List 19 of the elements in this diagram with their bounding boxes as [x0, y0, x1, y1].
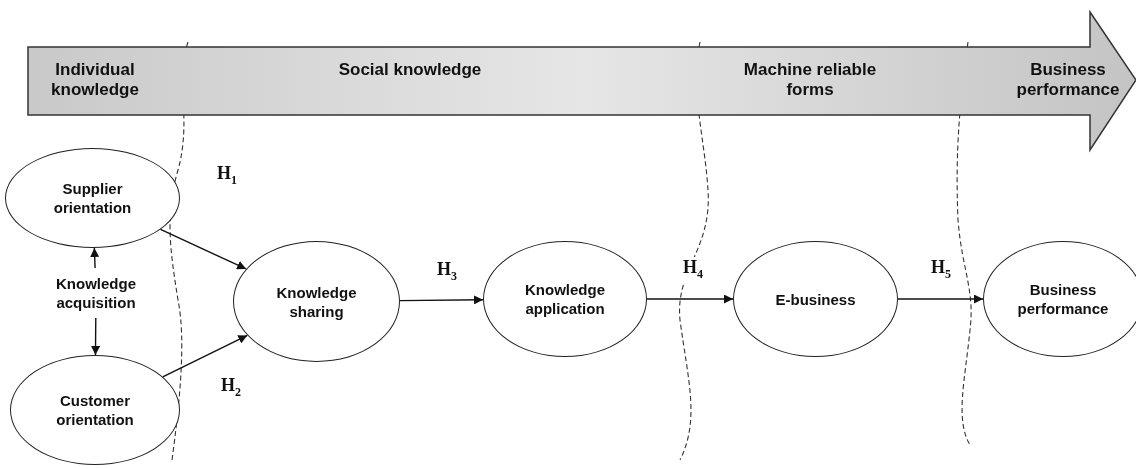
arrow: [91, 317, 101, 356]
band-heading: Machine reliable forms: [742, 60, 878, 100]
construct-label: Knowledge acquisition: [55, 274, 137, 312]
node-text: Knowledge application: [524, 280, 606, 318]
node-text: E-business: [775, 289, 856, 309]
node-text: Supplier orientation: [52, 179, 133, 217]
node-text: Business performance: [1016, 280, 1110, 318]
arrow: [159, 228, 247, 270]
arrow: [646, 294, 734, 304]
arrow: [162, 334, 249, 378]
edge-label: H$_{4}$: [682, 257, 704, 284]
band-heading: Business performance: [1015, 60, 1121, 100]
node-text: Customer orientation: [55, 391, 135, 429]
node-text: Knowledge sharing: [275, 282, 358, 321]
band-heading: Individual knowledge: [50, 60, 140, 100]
arrow: [399, 295, 484, 305]
arrow: [897, 294, 984, 304]
band-heading: Social knowledge: [337, 60, 483, 80]
arrow: [90, 247, 100, 269]
